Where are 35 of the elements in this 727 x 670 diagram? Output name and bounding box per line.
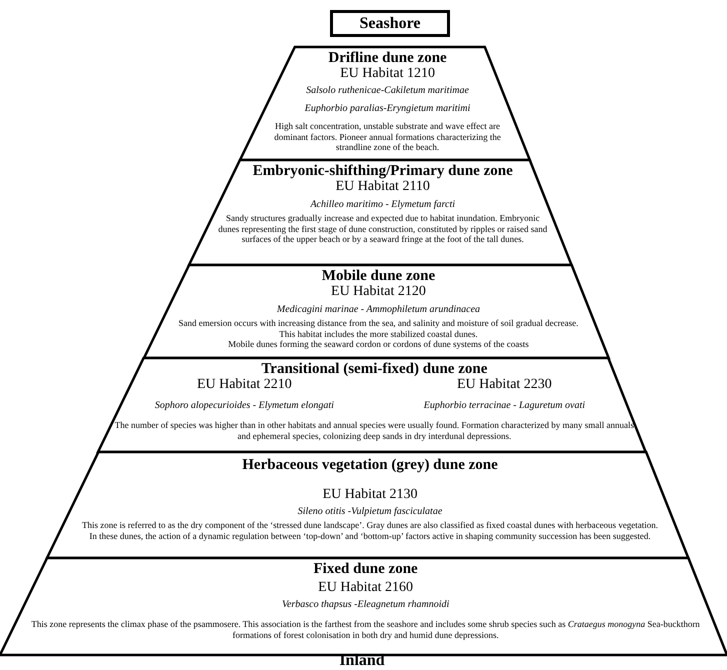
habitat-code: EU Habitat 2120 (331, 284, 426, 299)
zone-description: Sandy structures gradually increase and expected due to habitat inundation. Embryonic dunes representing the first stage of dune construction, constituted by ripples or raised sand surfaces of the upper beach or by a seaward fringe at the foot of the tall dunes. (218, 213, 548, 244)
association-name: Sophoro alopecurioides - Elymetum elongati (154, 400, 334, 412)
zone-band (98, 358, 646, 452)
zone-heading: Transitional (semi-fixed) dune zone (261, 361, 488, 377)
zone-description: High salt concentration, unstable substrate and wave effect are dominant factors. Pioneer annual formations characterizing the strandline zone of the beach. (274, 121, 502, 152)
zone-description: The number of species was higher than in other habitats and annual species were usually found. Formation characterized by many small annuals and ephemeral species, colonizing deep sands in dry interdunal depressions. (114, 420, 634, 441)
habitat-code: EU Habitat 2160 (318, 580, 414, 595)
association-name: Euphorbio paralias-Eryngietum maritimi (304, 103, 470, 115)
association-name: Achilleo maritimo - Elymetum farcti (310, 199, 456, 211)
habitat-code: EU Habitat 2110 (336, 179, 430, 194)
habitat-code: EU Habitat 2130 (322, 487, 418, 502)
location-box: Seashore (330, 10, 450, 37)
habitat-code: EU Habitat 2210 (196, 377, 292, 392)
zone-heading: Herbaceous vegetation (grey) dune zone (242, 457, 498, 473)
association-name: Salsolo ruthenicae-Cakiletum maritimae (306, 85, 469, 97)
association-name: Medicagini marinae - Ammophiletum arundinacea (276, 304, 480, 316)
association-name: Sileno otitis -Vulpietum fasciculatae (298, 506, 442, 518)
zone-heading: Fixed dune zone (314, 561, 418, 577)
association-name: Verbasco thapsus -Eleagnetum rhamnoidi (282, 599, 450, 611)
zone-band (240, 47, 530, 160)
zone-band (189, 160, 572, 265)
zone-band (0, 558, 727, 655)
zone-description: Mobile dunes forming the seaward cordon or cordons of dune systems of the coasts (228, 339, 529, 350)
zone-band (47, 452, 688, 558)
zone-heading: Embryonic-shifthing/Primary dune zone (252, 163, 513, 179)
zone-description: This zone is referred to as the dry component of the ‘stressed dune landscape’. Gray dunes are also classified as fixed coastal dunes with herbaceous vegetation. In these dunes, the action of a dynamic regulation between ‘top-down’ and ‘bottom-up’ factors active in shaping community succession has been suggested. (81, 520, 660, 541)
zone-band (144, 265, 609, 358)
zone-heading: Mobile dune zone (322, 268, 436, 284)
habitat-code: EU Habitat 1210 (340, 66, 435, 81)
zone-description: This zone represents the climax phase of the psammosere. This association is the farthest from the seashore and includes some shrub species such as Crataegus monogyna Sea-buckthorn formations of forest colonisation in both dry and humid dune depressions. (30, 619, 701, 640)
habitat-code: EU Habitat 2230 (456, 377, 552, 392)
zone-heading: Drifline dune zone (328, 50, 447, 66)
association-name: Euphorbio terracinae - Laguretum ovati (424, 400, 586, 412)
zone-description: Sand emersion occurs with increasing distance from the sea, and salinity and moisture of soil gradual decrease. This habitat includes the more stabilized coastal dunes. (178, 318, 578, 339)
